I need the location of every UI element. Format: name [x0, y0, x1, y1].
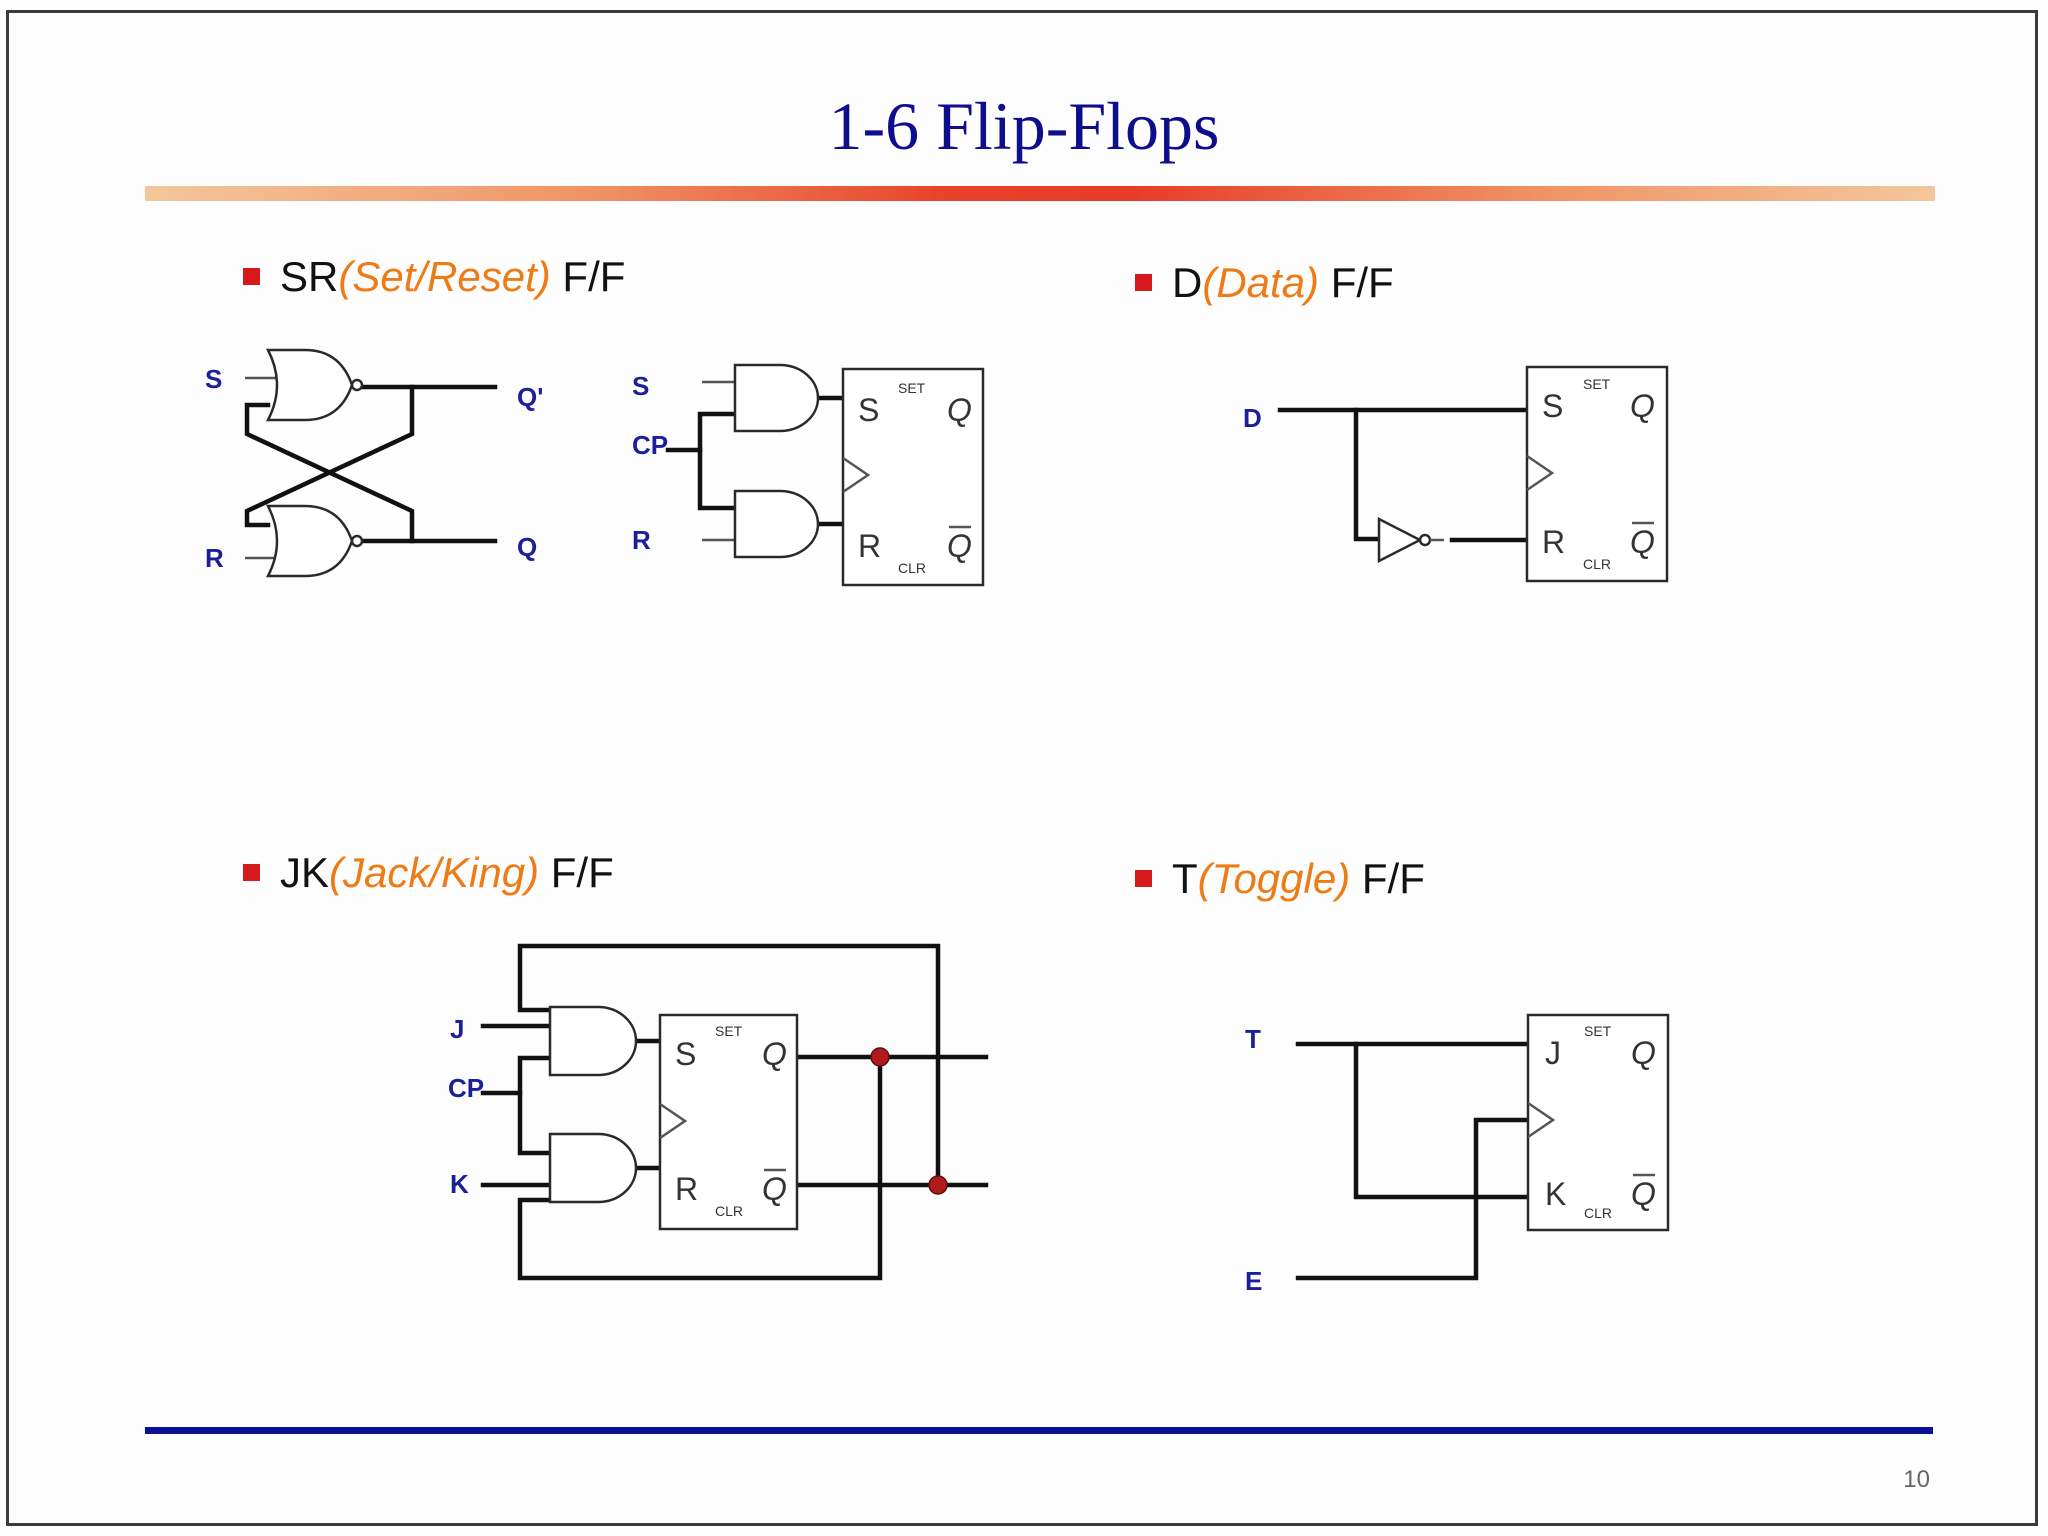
- pin-r: R: [675, 1171, 698, 1207]
- pin-set: SET: [715, 1023, 743, 1039]
- wire-feedback: [244, 402, 415, 544]
- pin-set: SET: [1583, 376, 1611, 392]
- signal-label-s: S: [632, 371, 649, 401]
- inverter-gate: [1377, 516, 1423, 564]
- title-gradient-rule: [145, 186, 1935, 201]
- and-gate: [548, 1005, 638, 1077]
- wire-feedback: [244, 384, 415, 528]
- signal-label-t: T: [1245, 1024, 1261, 1054]
- wire-clock-bus: [697, 411, 738, 511]
- pin-q: Q: [1631, 1035, 1656, 1071]
- signal-label-r: R: [632, 525, 651, 555]
- section-heading-t: T(Toggle) F/F: [1135, 858, 1425, 900]
- heading-suffix: F/F: [539, 849, 614, 896]
- section-heading-jk: JK(Jack/King) F/F: [243, 852, 614, 894]
- heading-suffix: F/F: [1319, 259, 1394, 306]
- bullet-icon: [243, 268, 260, 285]
- pin-clr: CLR: [1583, 556, 1611, 572]
- signal-label-cp: CP: [632, 430, 668, 460]
- signal-label-cp: CP: [448, 1073, 484, 1103]
- sr-clocked-flipflop: S CP R S SET Q R CLR Q: [632, 363, 985, 587]
- pin-q: Q: [947, 392, 972, 428]
- signal-label-r: R: [205, 543, 224, 573]
- pin-clr: CLR: [898, 560, 926, 576]
- heading-name: T: [1172, 855, 1198, 902]
- pin-s: S: [1542, 388, 1563, 424]
- pin-clr: CLR: [1584, 1205, 1612, 1221]
- pin-set: SET: [1584, 1023, 1612, 1039]
- pin-k: K: [1545, 1176, 1566, 1212]
- pin-j: J: [1545, 1035, 1561, 1071]
- t-flipflop: T E J SET Q K CLR Q: [1245, 1013, 1670, 1296]
- clock-triangle-icon: [659, 1102, 688, 1140]
- bullet-icon: [243, 864, 260, 881]
- signal-label-j: J: [450, 1014, 464, 1044]
- d-flipflop: D S SET Q R CLR Q: [1243, 365, 1669, 583]
- bullet-icon: [1135, 870, 1152, 887]
- signal-label-e: E: [1245, 1266, 1262, 1296]
- pin-q: Q: [1630, 388, 1655, 424]
- slide-title: 1-6 Flip-Flops: [828, 88, 1220, 164]
- heading-suffix: F/F: [1350, 855, 1425, 902]
- bullet-icon: [1135, 274, 1152, 291]
- heading-paren: (Toggle): [1197, 855, 1351, 902]
- signal-label-q: Q: [517, 532, 537, 562]
- pin-r: R: [858, 528, 881, 564]
- inverter-bubble: [1418, 533, 1432, 547]
- nor-gate: [265, 348, 354, 422]
- pin-q: Q: [762, 1036, 787, 1072]
- pin-q-bar: Q: [1630, 524, 1655, 560]
- heading-name: D: [1172, 259, 1203, 306]
- heading-suffix: F/F: [550, 253, 626, 300]
- pin-s: S: [675, 1036, 696, 1072]
- junction-dot: [870, 1047, 890, 1067]
- clock-triangle-icon: [1527, 1101, 1556, 1139]
- sr-nor-latch: S R Q' Q: [205, 348, 543, 578]
- heading-paren: (Jack/King): [329, 849, 540, 896]
- footer-rule: [145, 1427, 1933, 1434]
- pin-q-bar: Q: [762, 1171, 787, 1207]
- section-heading-d: D(Data) F/F: [1135, 262, 1394, 304]
- wire-feedback-top: [517, 943, 941, 1188]
- signal-label-q-prime: Q': [517, 382, 543, 412]
- nor-gate: [265, 504, 354, 578]
- wire-feedback-bottom: [517, 1054, 883, 1281]
- inverter-bubble: [350, 534, 364, 548]
- junction-dot: [928, 1175, 948, 1195]
- clock-triangle-icon: [842, 456, 871, 494]
- pin-r: R: [1542, 524, 1565, 560]
- clock-triangle-icon: [1526, 454, 1555, 492]
- and-gate: [733, 363, 820, 433]
- wire-t-to-k: [1353, 1041, 1531, 1200]
- signal-label-d: D: [1243, 403, 1262, 433]
- heading-name: SR: [280, 253, 339, 300]
- jk-flipflop: J CP K S SET Q R CLR Q: [448, 943, 989, 1281]
- pin-set: SET: [898, 380, 926, 396]
- signal-label-k: K: [450, 1169, 469, 1199]
- pin-q-bar: Q: [947, 528, 972, 564]
- pin-clr: CLR: [715, 1203, 743, 1219]
- and-gate: [548, 1132, 638, 1204]
- pin-q-bar: Q: [1631, 1176, 1656, 1212]
- heading-paren: (Set/Reset): [338, 253, 551, 300]
- and-gate: [733, 489, 820, 559]
- wire-e-clock: [1295, 1117, 1531, 1281]
- signal-label-s: S: [205, 364, 222, 394]
- wire-clock-bus: [517, 1055, 553, 1156]
- inverter-bubble: [350, 378, 364, 392]
- wire-d-branch: [1353, 407, 1381, 542]
- heading-name: JK: [280, 849, 330, 896]
- section-heading-sr: SR(Set/Reset) F/F: [243, 256, 625, 298]
- pin-s: S: [858, 392, 879, 428]
- heading-paren: (Data): [1202, 259, 1320, 306]
- slide-frame: [6, 10, 2038, 1526]
- page-number: 10: [1903, 1466, 1930, 1493]
